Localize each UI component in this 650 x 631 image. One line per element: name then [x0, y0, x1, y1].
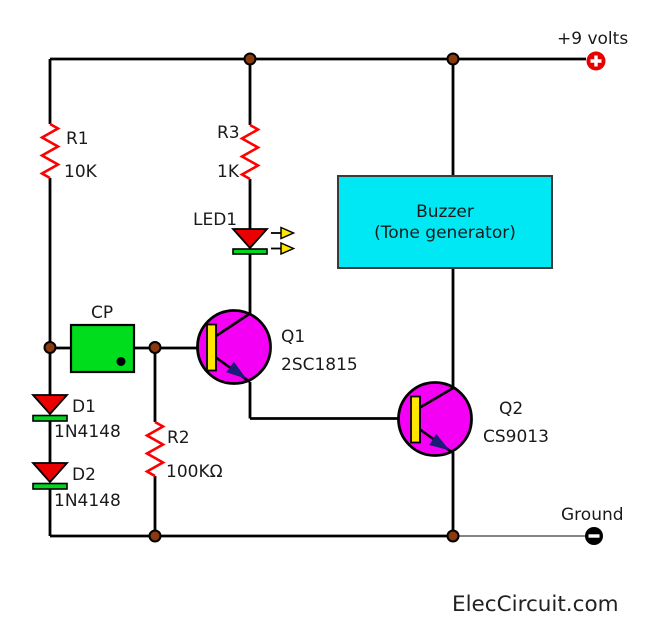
junction-dots [43, 52, 460, 543]
d2-part-label: 1N4148 [54, 491, 121, 511]
resistor-zigzag-icon [144, 420, 166, 478]
led-triangle-icon [230, 228, 270, 250]
buzzer-box: Buzzer (Tone generator) [337, 175, 553, 269]
d1-part-label: 1N4148 [54, 422, 121, 442]
positive-terminal: +9 volts [557, 29, 628, 71]
r1-value-label: 10K [64, 162, 98, 182]
cp-dot-icon [116, 357, 126, 366]
ground-terminal-label: Ground [561, 505, 624, 525]
q2-emitter-arrow-icon [429, 434, 450, 451]
cp-sensor: CP [69, 303, 136, 374]
resistor-r3: R3 1K [217, 123, 261, 182]
led-light-arrow-icon [280, 226, 296, 240]
r3-value-label: 1K [217, 162, 240, 182]
q1-base-bar [206, 323, 217, 372]
d2-name-label: D2 [72, 465, 96, 485]
r1-name-label: R1 [66, 129, 89, 149]
cp-body [69, 323, 136, 374]
wires [48, 57, 586, 538]
q2-name-label: Q2 [499, 399, 523, 419]
d1-cathode-bar-icon [32, 414, 68, 422]
diode-d2: D2 1N4148 [30, 462, 121, 511]
resistor-r1: R1 10K [39, 122, 98, 182]
q1-emitter-arrow-icon [226, 361, 247, 379]
plus-glyph-icon [590, 55, 602, 67]
cp-label: CP [91, 303, 113, 323]
resistor-zigzag-icon [239, 123, 261, 181]
positive-terminal-label: +9 volts [557, 29, 628, 49]
q1-part-label: 2SC1815 [281, 355, 358, 375]
buzzer-label-line2: (Tone generator) [374, 223, 516, 243]
junction-dot [446, 529, 460, 543]
led1-label: LED1 [193, 210, 237, 230]
transistor-q1: Q1 2SC1815 [196, 309, 358, 385]
d1-triangle-icon [30, 394, 70, 416]
resistor-r2: R2 100KΩ [144, 420, 223, 482]
diode-d1: D1 1N4148 [30, 394, 121, 442]
q1-name-label: Q1 [281, 327, 305, 347]
site-watermark: ElecCircuit.com [452, 592, 619, 617]
d1-name-label: D1 [72, 397, 96, 417]
led1-symbol: LED1 [193, 210, 296, 256]
buzzer-rectangle [337, 175, 553, 269]
ground-terminal: Ground [561, 505, 624, 545]
junction-dot [243, 52, 257, 66]
transistor-q2: Q2 CS9013 [397, 381, 549, 457]
d2-cathode-bar-icon [32, 482, 68, 490]
buzzer-label-line1: Buzzer [416, 202, 474, 222]
led-cathode-bar-icon [232, 248, 268, 255]
junction-dot [148, 341, 162, 354]
q2-base-bar [410, 395, 421, 444]
junction-dot [446, 52, 460, 66]
q2-collector-line [419, 386, 455, 409]
resistor-zigzag-icon [39, 122, 61, 180]
led-light-arrow-icon [280, 241, 296, 256]
r2-value-label: 100KΩ [166, 462, 223, 482]
q2-part-label: CS9013 [483, 427, 549, 447]
junction-dot [148, 529, 162, 543]
r3-name-label: R3 [217, 123, 240, 143]
q1-collector-line [215, 312, 251, 338]
junction-dot [43, 341, 57, 354]
q1-emitter-to-q2-base-wire [248, 382, 411, 420]
d2-triangle-icon [30, 462, 70, 484]
r2-name-label: R2 [167, 428, 190, 448]
